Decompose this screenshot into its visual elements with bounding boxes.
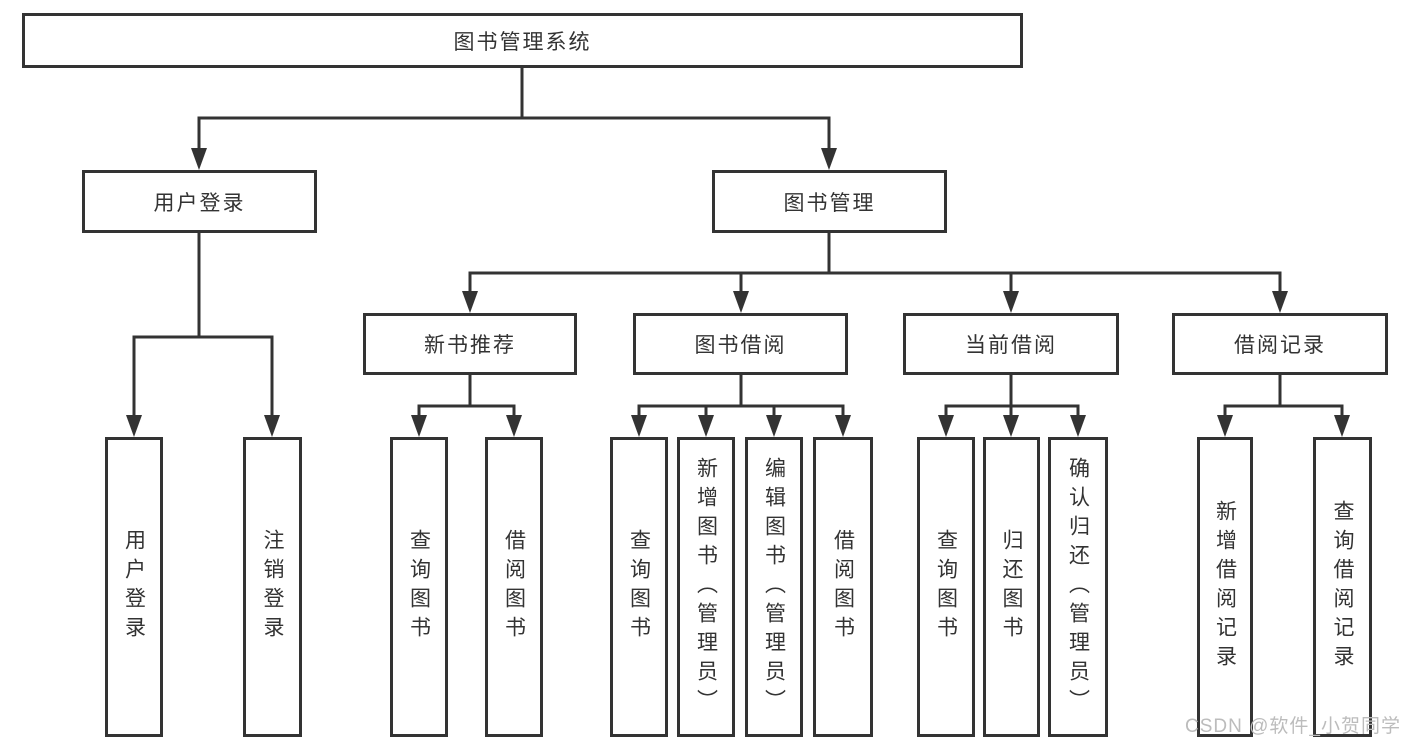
node-root: 图书管理系统: [22, 13, 1023, 68]
csdn-watermark: CSDN @软件_小贺同学: [1185, 716, 1401, 737]
connector-root-to-level2: [197, 66, 831, 152]
leaf-user-login: 用户登录: [105, 437, 163, 737]
leaf-return-book: 归还图书: [983, 437, 1040, 737]
node-user-login: 用户登录: [82, 170, 317, 233]
leaf-query-borrow-record: 查询借阅记录: [1313, 437, 1372, 737]
leaf-borrow-books-recommend: 借阅图书: [485, 437, 543, 737]
connector-user-login-subtree: [132, 231, 274, 419]
node-current-borrow: 当前借阅: [903, 313, 1119, 375]
leaf-query-books-current: 查询图书: [917, 437, 975, 737]
leaf-logout: 注销登录: [243, 437, 302, 737]
leaf-query-books-recommend: 查询图书: [390, 437, 448, 737]
connector-book-borrow-subtree: [637, 373, 845, 419]
leaf-borrow-books: 借阅图书: [813, 437, 873, 737]
leaf-add-book-admin: 新增图书（管理员）: [677, 437, 735, 737]
connector-current-borrow-subtree: [944, 373, 1080, 419]
node-book-borrow: 图书借阅: [633, 313, 848, 375]
leaf-query-books-borrow: 查询图书: [610, 437, 668, 737]
leaf-edit-book-admin: 编辑图书（管理员）: [745, 437, 803, 737]
node-book-management: 图书管理: [712, 170, 947, 233]
connector-new-book-recommend-subtree: [417, 373, 516, 419]
node-new-book-recommend: 新书推荐: [363, 313, 577, 375]
connector-borrow-records-subtree: [1223, 373, 1344, 419]
arrowheads: [126, 148, 1350, 437]
leaf-confirm-return-admin: 确认归还（管理员）: [1048, 437, 1108, 737]
node-borrow-records: 借阅记录: [1172, 313, 1388, 375]
leaf-add-borrow-record: 新增借阅记录: [1197, 437, 1253, 737]
connector-book-management-to-level3: [468, 231, 1282, 295]
